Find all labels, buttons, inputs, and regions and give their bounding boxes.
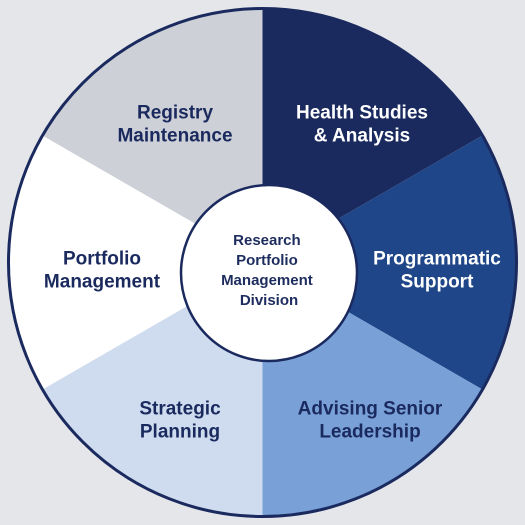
segment-label-line: Health Studies — [296, 103, 428, 124]
center-label: Research Portfolio Management Division — [221, 232, 317, 309]
segment-label-line: Support — [401, 272, 474, 293]
segment-label-line: Advising Senior — [298, 399, 443, 420]
segment-label-line: Management — [44, 272, 161, 293]
center-label-line: Research — [233, 232, 301, 249]
segment-label-line: Portfolio — [63, 249, 141, 270]
outer-ring — [7, 7, 518, 518]
segment-label-line: Registry — [137, 103, 213, 124]
center-label-line: Portfolio — [236, 252, 298, 269]
segment-label-line: Planning — [140, 422, 220, 443]
center-circle — [179, 183, 359, 363]
center-label-line: Management — [221, 272, 313, 289]
segment-label-line: Maintenance — [117, 126, 232, 147]
segment-label-line: Leadership — [319, 422, 420, 443]
center-label-line: Division — [240, 292, 298, 309]
segment-label-health-studies: Health Studies& Analysis — [296, 103, 428, 147]
segment-registry-maintenance — [42, 8, 263, 263]
segment-portfolio-management — [8, 135, 263, 390]
center-hub: Research Portfolio Management Division — [179, 183, 359, 363]
segment-label-line: Programmatic — [373, 249, 501, 270]
segment-label-line: & Analysis — [314, 126, 410, 147]
segment-label-line: Strategic — [139, 399, 221, 420]
segment-programmatic-support — [262, 135, 517, 390]
